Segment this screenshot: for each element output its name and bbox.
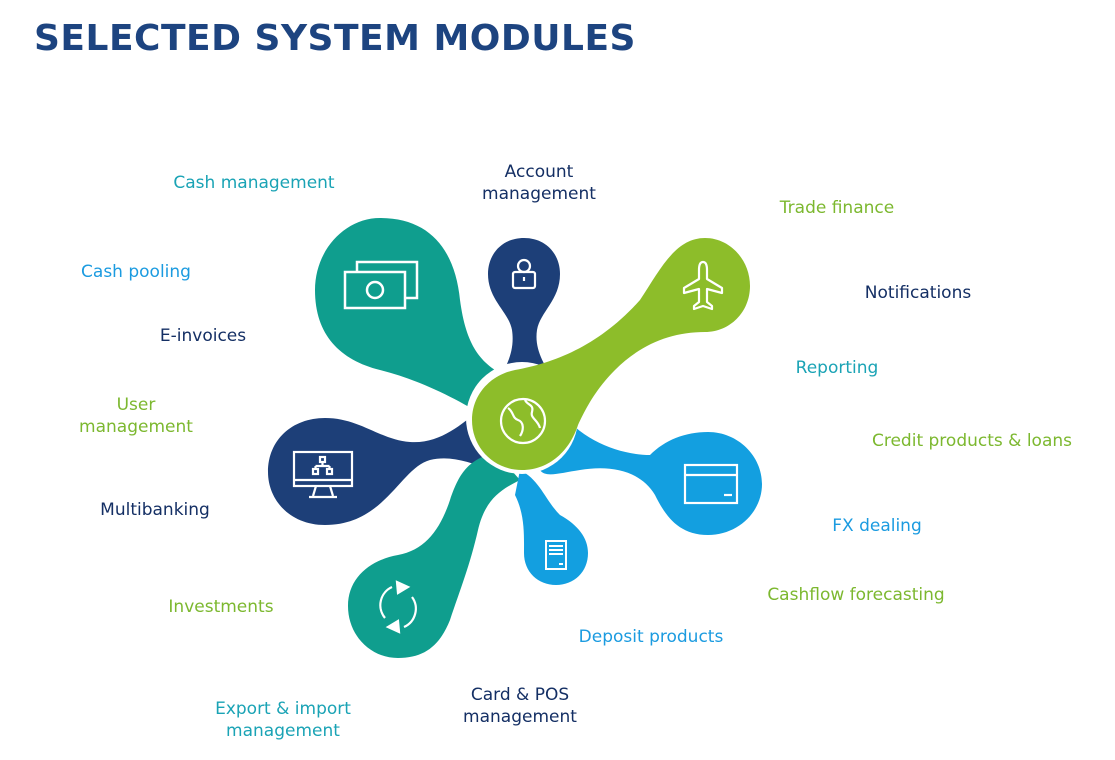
module-cash-management: Cash management xyxy=(173,173,335,193)
module-account-management: Account management xyxy=(482,162,596,204)
credit-card-icon xyxy=(683,463,739,505)
refresh-icon xyxy=(379,580,417,634)
module-e-invoices: E-invoices xyxy=(159,326,247,346)
module-trade-finance: Trade finance xyxy=(779,198,895,218)
module-credit-products-loans: Credit products & loans xyxy=(871,431,1073,451)
petal-investments xyxy=(348,452,520,658)
document-icon xyxy=(545,540,567,570)
user-lock-icon xyxy=(511,258,537,290)
module-deposit-products: Deposit products xyxy=(578,627,724,647)
module-investments: Investments xyxy=(168,597,274,617)
petal-card-products xyxy=(540,410,762,535)
globe-icon xyxy=(499,397,547,445)
petal-cash-management xyxy=(315,218,510,420)
module-multibanking: Multibanking xyxy=(100,500,210,520)
module-cashflow-forecasting: Cashflow forecasting xyxy=(767,585,945,605)
petal-multibanking xyxy=(268,410,490,525)
monitor-network-icon xyxy=(292,450,354,499)
module-export-import-management: Export & import management xyxy=(215,699,351,741)
module-cash-pooling: Cash pooling xyxy=(81,262,191,282)
module-notifications: Notifications xyxy=(864,283,972,303)
module-card-pos-management: Card & POS management xyxy=(463,685,577,727)
petal-deposit-products xyxy=(515,470,588,585)
petal-trade-finance xyxy=(472,238,750,470)
banknotes-icon xyxy=(343,260,419,310)
module-reporting: Reporting xyxy=(795,358,879,378)
airplane-icon xyxy=(682,260,724,311)
module-fx-dealing: FX dealing xyxy=(832,516,922,536)
page-title: SELECTED SYSTEM MODULES xyxy=(34,18,636,59)
module-user-management: User management xyxy=(79,395,193,437)
petal-account-management xyxy=(488,238,560,378)
